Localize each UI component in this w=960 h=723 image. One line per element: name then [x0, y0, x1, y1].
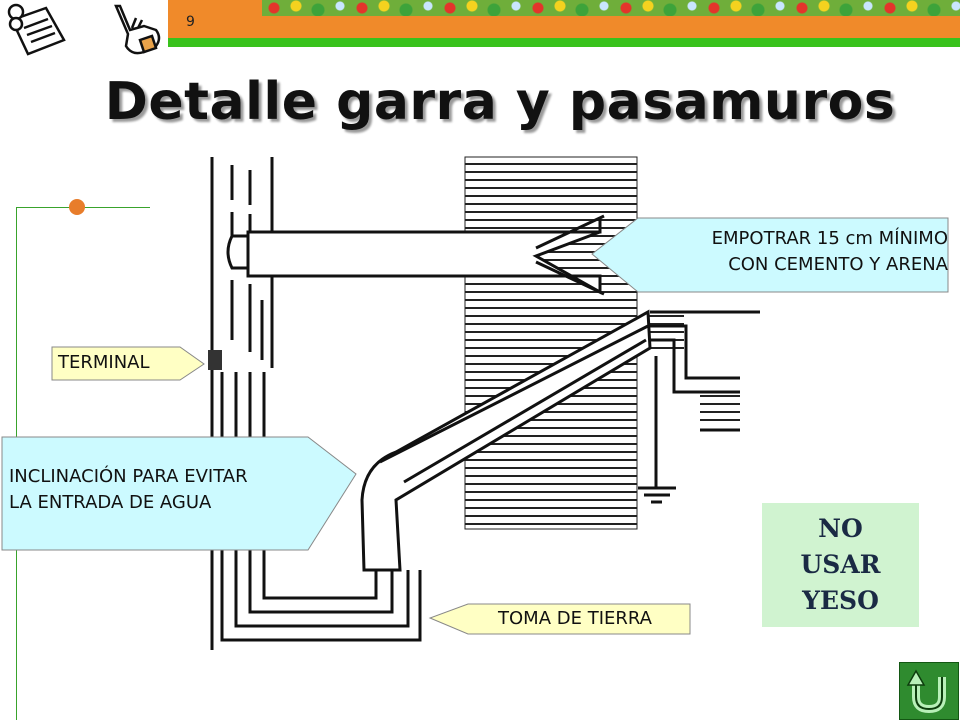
page-number: 9	[186, 14, 195, 30]
callout-toma-shape	[428, 603, 691, 635]
callout-inclinacion-line2: LA ENTRADA DE AGUA	[9, 492, 212, 513]
header-flowers-banner	[262, 0, 960, 16]
note-line3: YESO	[802, 586, 879, 615]
return-button[interactable]	[899, 662, 959, 720]
conduit	[360, 309, 652, 572]
callout-toma-tierra: TOMA DE TIERRA	[498, 608, 652, 629]
decor-dot	[69, 199, 85, 215]
hand-icon	[114, 4, 161, 55]
page-title: Detalle garra y pasamuros	[104, 72, 896, 132]
note-line1: NO	[818, 514, 863, 543]
notepad-icon	[7, 3, 66, 56]
callout-inclinacion-line1: INCLINACIÓN PARA EVITAR	[9, 466, 248, 487]
header-green-stripe	[168, 38, 960, 47]
callout-empotrar-shape	[591, 217, 949, 293]
callout-terminal: TERMINAL	[58, 352, 150, 373]
callout-empotrar-line2: CON CEMENTO Y ARENA	[728, 254, 948, 275]
terminal-block	[208, 350, 222, 370]
note-no-usar-yeso: NO USAR YESO	[762, 503, 919, 627]
callout-terminal-shape	[51, 346, 205, 381]
bracket	[226, 214, 605, 296]
pole-dashes	[230, 165, 264, 360]
callout-empotrar-line1: EMPOTRAR 15 cm MÍNIMO	[711, 228, 948, 249]
callout-inclinacion: INCLINACIÓN PARA EVITAR LA ENTRADA DE AG…	[9, 464, 248, 516]
u-turn-icon	[906, 669, 946, 714]
note-line2: USAR	[800, 550, 881, 579]
callout-inclinacion-shape	[1, 436, 357, 551]
callout-empotrar: EMPOTRAR 15 cm MÍNIMO CON CEMENTO Y AREN…	[600, 226, 948, 278]
ground-symbol	[638, 436, 676, 504]
